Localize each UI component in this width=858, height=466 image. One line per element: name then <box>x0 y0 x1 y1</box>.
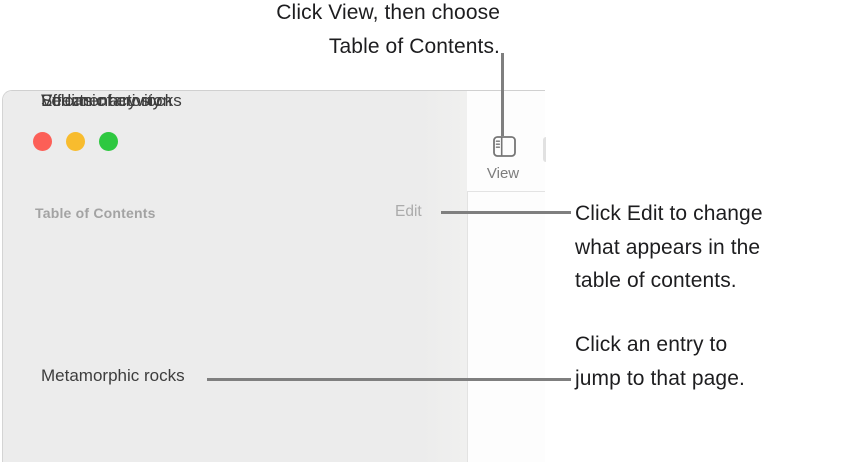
edit-callout-line-2: what appears in the <box>575 235 761 259</box>
view-callout-line-1: Click View, then choose <box>276 1 500 24</box>
sidebar-panel-icon <box>492 136 516 157</box>
toc-entry-sedimentary[interactable]: Sedimentary rocks <box>41 91 182 110</box>
sidebar-title: Table of Contents <box>35 205 156 221</box>
view-button[interactable] <box>491 136 517 157</box>
window-controls <box>33 132 118 151</box>
edit-callout-text: Click Edit to change what appears in the… <box>575 197 763 298</box>
toolbar <box>467 91 545 192</box>
cropped-toolbar-button-edge <box>543 137 546 162</box>
entry-callout-line-2: jump to that page. <box>575 367 745 390</box>
toc-entry-volcanic[interactable]: Volcanic activity <box>41 91 161 110</box>
view-button-label[interactable]: View <box>486 165 520 182</box>
edit-callout-line-1: Click Edit to change <box>575 202 763 225</box>
edit-button[interactable]: Edit <box>395 203 422 220</box>
entry-callout-text: Click an entry to jump to that page. <box>575 328 745 396</box>
view-callout-line-2: Table of Contents. <box>328 35 500 58</box>
app-window: Table of Contents Edit Metamorphic rocks… <box>2 90 546 462</box>
table-of-contents-sidebar: Table of Contents Edit Metamorphic rocks… <box>3 91 468 462</box>
callout-line-to-view-button <box>501 53 504 136</box>
view-callout-text: Click View, then choose Table of Content… <box>276 0 500 64</box>
toc-entry-erosion[interactable]: Effects of erosion <box>41 91 173 110</box>
callout-line-to-edit-button <box>441 211 571 214</box>
zoom-button[interactable] <box>99 132 118 151</box>
callout-line-to-toc-entry <box>207 378 571 381</box>
minimize-button[interactable] <box>66 132 85 151</box>
edit-callout-line-3: table of contents. <box>575 269 737 292</box>
entry-callout-line-1: Click an entry to <box>575 333 728 356</box>
toc-entry-metamorphic[interactable]: Metamorphic rocks <box>41 366 185 385</box>
close-button[interactable] <box>33 132 52 151</box>
